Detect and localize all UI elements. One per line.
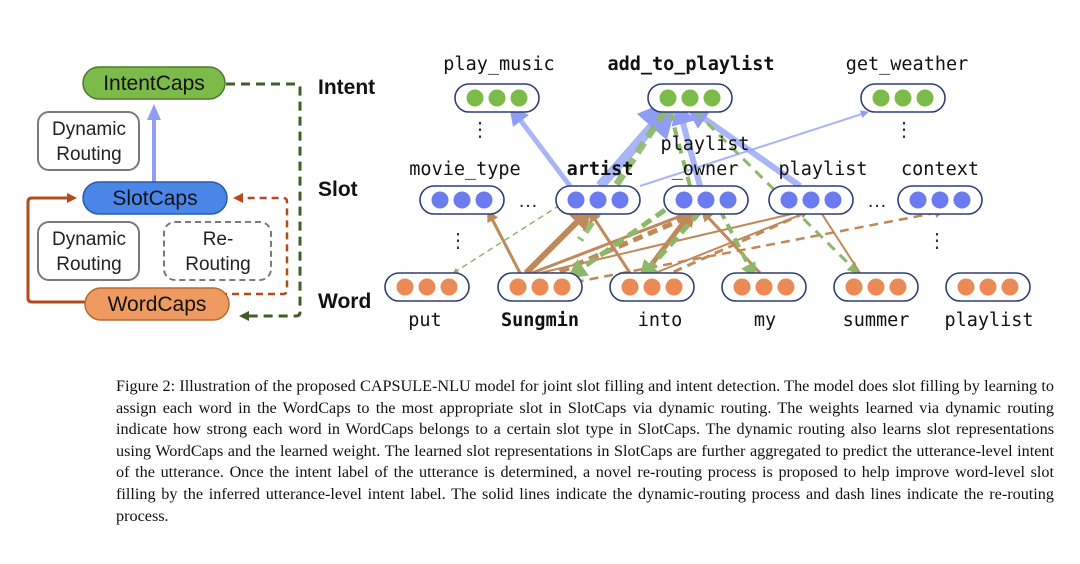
ellipsis-slot-right: … [867,190,887,212]
word-to-slot-route-arrow [26,193,86,304]
slot-label-context: context [901,159,979,180]
word-label-playlist: playlist [944,310,1033,331]
row-label-intent: Intent [318,76,375,99]
intent-capsule-play-music [454,83,540,113]
word-capsule-playlist [945,272,1031,302]
intent-capsule-add-to-playlist [647,83,733,113]
intent-label-get-weather: get_weather [846,54,969,75]
slot-label-artist: artist [567,159,634,180]
intent-label-play-music: play_music [443,54,554,75]
slot-label-movie-type: movie_type [409,159,520,180]
slot-capsule-context [897,185,983,215]
row-label-word: Word [318,290,371,313]
word-label-my: my [754,310,776,331]
slot-capsule-movie-type [419,185,505,215]
slot-capsule-playlist [768,185,854,215]
dynamic-routing-top-line1: Dynamic [52,119,126,140]
dynamic-routing-bottom-line1: Dynamic [52,229,126,250]
slot-layer: movie_type artist playlist _owner playli… [409,134,983,252]
word-layer: put Sungmin into my summer playlist [384,272,1034,331]
caption-model-suffix: -NLU [431,377,471,395]
dynamic-routing-bottom-line2: Routing [56,254,122,275]
word-capsule-put [384,272,470,302]
word-capsule-sungmin [497,272,583,302]
left-panel: IntentCaps Dynamic Routing SlotCaps Dyna… [26,66,302,321]
caption-model-initial: C [360,377,371,395]
caption-label: Figure 2: [116,377,176,395]
intent-label-add-to-playlist: add_to_playlist [607,54,774,75]
dynamic-routing-box-top [37,111,140,171]
rerouting-line1: Re- [203,229,234,250]
vdots-intent-left: ⋮ [470,119,490,141]
word-to-slot-reroute-arrow [220,193,289,296]
word-capsule-summer [833,272,919,302]
word-label-put: put [408,310,441,331]
word-capsule-my [721,272,807,302]
slotcaps-box [82,181,228,215]
slotcaps-label: SlotCaps [112,187,197,210]
vdots-intent-right: ⋮ [894,119,914,141]
intent-to-word-reroute-arrow [226,82,302,321]
vdots-slot-left: ⋮ [448,230,468,252]
ellipsis-slot-left: … [518,190,538,212]
slot-capsule-playlist-owner [663,185,749,215]
caption-model-smallcaps: APSULE [370,377,432,395]
wordcaps-label: WordCaps [108,293,207,316]
dynamic-routing-box-bottom [37,221,140,281]
word-label-sungmin: Sungmin [501,310,579,331]
slot-label-playlist-owner-line2: _owner [672,159,739,180]
caption-pre: Illustration of the proposed [179,377,360,395]
rerouting-line2: Routing [185,254,251,275]
intent-layer: play_music add_to_playlist get_weather ⋮… [443,54,968,141]
intent-capsule-get-weather [860,83,946,113]
vdots-slot-right: ⋮ [927,230,947,252]
slot-label-playlist: playlist [778,159,867,180]
word-capsule-into [609,272,695,302]
intentcaps-label: IntentCaps [103,72,205,95]
rerouting-box [163,221,272,281]
word-label-summer: summer [843,310,910,331]
intentcaps-box [82,66,226,100]
word-label-into: into [638,310,683,331]
connections [452,96,945,287]
architecture-figure: IntentCaps Dynamic Routing SlotCaps Dyna… [26,54,1034,331]
figure-caption: Figure 2: Illustration of the proposed C… [116,376,1054,527]
caption-body: model for joint slot filling and intent … [116,377,1054,525]
row-label-slot: Slot [318,178,358,201]
dynamic-routing-top-line2: Routing [56,144,122,165]
wordcaps-box [84,287,230,321]
slot-label-playlist-owner-line1: playlist [660,134,749,155]
slot-capsule-artist [555,185,641,215]
